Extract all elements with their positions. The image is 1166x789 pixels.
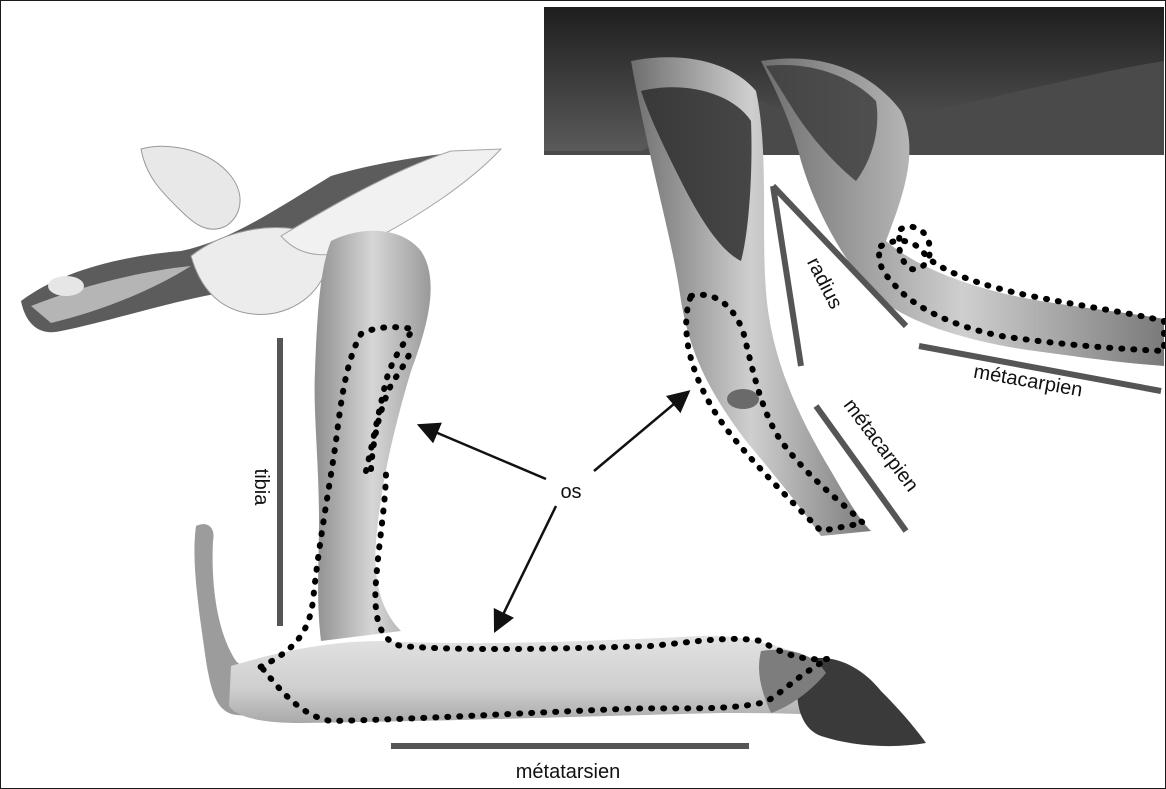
lesion [727,389,759,409]
metacarpien-left-label: métacarpien [839,395,923,496]
hand-upper [141,146,240,229]
skin-highlight [48,276,84,296]
arrow-to-metacarpal [594,393,687,471]
arrow-to-metatarsal [496,506,556,629]
tibia-label: tibia [250,469,272,507]
metatarsien-label: métatarsien [516,761,621,783]
radius-label: radius [802,254,846,313]
os-label: os [560,481,581,503]
arrow-to-tibia [421,426,546,479]
